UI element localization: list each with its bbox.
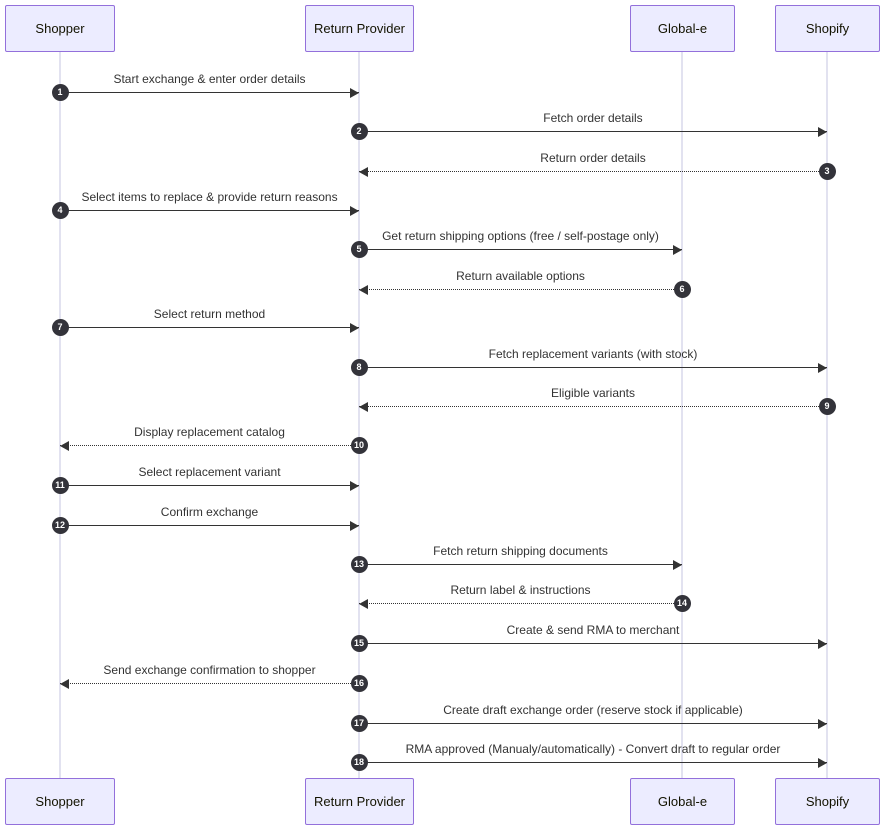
message-label-6: Return available options xyxy=(456,269,585,283)
participant-bottom-provider: Return Provider xyxy=(305,778,414,825)
participant-label: Shopify xyxy=(805,21,850,36)
message-arrowhead-1 xyxy=(350,88,359,98)
message-line-14 xyxy=(359,603,682,604)
participant-label: Shopify xyxy=(805,794,850,809)
sequence-badge-2: 2 xyxy=(350,122,368,140)
participant-label: Global-e xyxy=(657,21,708,36)
participant-top-shopify: Shopify xyxy=(775,5,880,52)
message-line-10 xyxy=(60,445,359,446)
message-arrowhead-4 xyxy=(350,206,359,216)
sequence-badge-9: 9 xyxy=(818,397,836,415)
sequence-badge-12: 12 xyxy=(51,516,69,534)
participant-label: Return Provider xyxy=(313,21,406,36)
participant-label: Shopper xyxy=(35,794,85,809)
lifeline-globale xyxy=(681,52,683,778)
participant-top-shopper: Shopper xyxy=(5,5,115,52)
sequence-badge-6: 6 xyxy=(673,280,691,298)
message-arrowhead-14 xyxy=(359,599,368,609)
message-line-2 xyxy=(359,131,827,132)
message-label-9: Eligible variants xyxy=(550,386,636,400)
participant-label: Shopper xyxy=(35,21,85,36)
sequence-badge-13: 13 xyxy=(350,555,368,573)
participant-top-globale: Global-e xyxy=(630,5,735,52)
message-arrowhead-17 xyxy=(818,719,827,729)
sequence-badge-14: 14 xyxy=(673,594,691,612)
message-arrowhead-8 xyxy=(818,363,827,373)
message-line-13 xyxy=(359,564,682,565)
message-line-6 xyxy=(359,289,682,290)
message-line-3 xyxy=(359,171,827,172)
message-arrowhead-2 xyxy=(818,127,827,137)
message-line-7 xyxy=(60,327,359,328)
message-label-1: Start exchange & enter order details xyxy=(113,72,306,86)
message-label-3: Return order details xyxy=(540,151,646,165)
lifeline-shopify xyxy=(826,52,828,778)
message-arrowhead-15 xyxy=(818,639,827,649)
message-label-14: Return label & instructions xyxy=(450,583,591,597)
sequence-badge-17: 17 xyxy=(350,714,368,732)
message-line-17 xyxy=(359,723,827,724)
sequence-badge-1: 1 xyxy=(51,83,69,101)
message-arrowhead-6 xyxy=(359,285,368,295)
message-line-16 xyxy=(60,683,359,684)
message-label-4: Select items to replace & provide return… xyxy=(81,190,338,204)
message-label-13: Fetch return shipping documents xyxy=(433,544,608,558)
message-line-8 xyxy=(359,367,827,368)
message-arrowhead-3 xyxy=(359,167,368,177)
message-line-15 xyxy=(359,643,827,644)
message-arrowhead-10 xyxy=(60,441,69,451)
message-label-12: Confirm exchange xyxy=(160,505,259,519)
participant-bottom-shopper: Shopper xyxy=(5,778,115,825)
message-arrowhead-13 xyxy=(673,560,682,570)
message-label-16: Send exchange confirmation to shopper xyxy=(103,663,316,677)
message-label-2: Fetch order details xyxy=(543,111,643,125)
message-label-5: Get return shipping options (free / self… xyxy=(382,229,659,243)
message-line-5 xyxy=(359,249,682,250)
message-arrowhead-5 xyxy=(673,245,682,255)
message-label-17: Create draft exchange order (reserve sto… xyxy=(443,703,743,717)
message-label-15: Create & send RMA to merchant xyxy=(506,623,680,637)
message-label-11: Select replacement variant xyxy=(138,465,281,479)
message-label-10: Display replacement catalog xyxy=(134,425,285,439)
message-label-8: Fetch replacement variants (with stock) xyxy=(488,347,698,361)
message-line-12 xyxy=(60,525,359,526)
sequence-badge-18: 18 xyxy=(350,753,368,771)
message-line-9 xyxy=(359,406,827,407)
message-arrowhead-12 xyxy=(350,521,359,531)
message-line-11 xyxy=(60,485,359,486)
sequence-badge-4: 4 xyxy=(51,201,69,219)
message-line-4 xyxy=(60,210,359,211)
sequence-badge-15: 15 xyxy=(350,634,368,652)
lifeline-provider xyxy=(358,52,360,778)
message-arrowhead-16 xyxy=(60,679,69,689)
participant-label: Global-e xyxy=(657,794,708,809)
participant-top-provider: Return Provider xyxy=(305,5,414,52)
message-arrowhead-9 xyxy=(359,402,368,412)
participant-bottom-shopify: Shopify xyxy=(775,778,880,825)
message-label-7: Select return method xyxy=(153,307,266,321)
sequence-badge-5: 5 xyxy=(350,240,368,258)
lifeline-shopper xyxy=(59,52,61,778)
participant-bottom-globale: Global-e xyxy=(630,778,735,825)
message-line-18 xyxy=(359,762,827,763)
message-label-18: RMA approved (Manualy/automatically) - C… xyxy=(405,742,781,756)
message-arrowhead-11 xyxy=(350,481,359,491)
message-arrowhead-18 xyxy=(818,758,827,768)
sequence-badge-10: 10 xyxy=(350,436,368,454)
sequence-badge-7: 7 xyxy=(51,318,69,336)
sequence-badge-16: 16 xyxy=(350,674,368,692)
sequence-badge-11: 11 xyxy=(51,476,69,494)
sequence-badge-3: 3 xyxy=(818,162,836,180)
message-line-1 xyxy=(60,92,359,93)
sequence-badge-8: 8 xyxy=(350,358,368,376)
message-arrowhead-7 xyxy=(350,323,359,333)
participant-label: Return Provider xyxy=(313,794,406,809)
